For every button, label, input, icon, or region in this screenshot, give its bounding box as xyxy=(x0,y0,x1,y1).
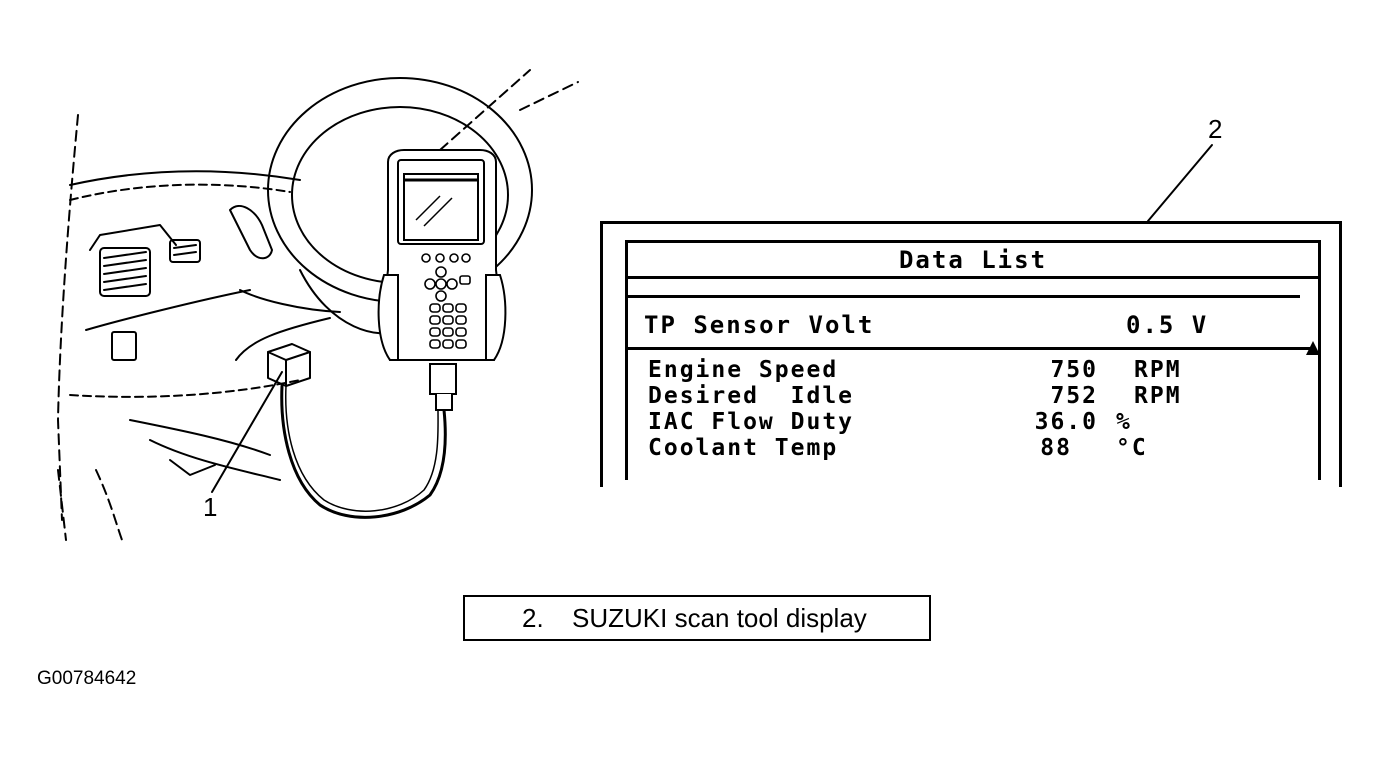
scan-tool-cable xyxy=(280,384,447,519)
parameter-row: IAC Flow Duty 36.0 % xyxy=(648,409,1288,435)
parameter-unit: RPM xyxy=(1134,383,1182,409)
caption-number: 2. xyxy=(522,603,544,633)
data-list-title: Data List xyxy=(628,243,1318,279)
parameter-name: Coolant Temp xyxy=(648,435,839,461)
parameter-name: IAC Flow Duty xyxy=(648,409,855,435)
parameter-value: 88 xyxy=(1040,435,1072,461)
primary-parameter-value: 0.5 V xyxy=(1126,311,1209,339)
parameter-list: Engine Speed 750 RPM Desired Idle 752 RP… xyxy=(648,357,1288,461)
callout-2: 2 xyxy=(1208,114,1223,144)
parameter-name: Desired Idle xyxy=(648,383,855,409)
parameter-row: Engine Speed 750 RPM xyxy=(648,357,1288,383)
display-screen: Data List TP Sensor Volt 0.5 V Engine Sp… xyxy=(625,240,1321,480)
parameter-unit: RPM xyxy=(1134,357,1182,383)
primary-parameter-row: TP Sensor Volt 0.5 V xyxy=(644,311,1224,343)
callout-1-leader xyxy=(211,371,283,493)
primary-parameter-label: TP Sensor Volt xyxy=(644,311,875,339)
parameter-value: 752 xyxy=(1050,383,1098,409)
steering-column xyxy=(235,289,341,361)
up-triangle-icon xyxy=(1306,341,1320,355)
callout-2-leader xyxy=(1147,144,1213,222)
parameter-row: Coolant Temp 88 °C xyxy=(648,435,1288,461)
dashboard-contour xyxy=(69,170,301,481)
row-divider xyxy=(628,347,1310,350)
air-vent-center xyxy=(169,239,201,263)
dash-switch xyxy=(111,331,137,361)
scan-tool-display: Data List TP Sensor Volt 0.5 V Engine Sp… xyxy=(600,221,1342,487)
parameter-unit: % xyxy=(1116,409,1132,435)
figure-caption: 2. SUZUKI scan tool display xyxy=(463,595,931,641)
title-divider xyxy=(628,295,1300,298)
caption-text: SUZUKI scan tool display xyxy=(572,603,867,633)
scan-tool-keypad xyxy=(421,253,471,349)
parameter-value: 36.0 xyxy=(1034,409,1098,435)
windshield-outline xyxy=(57,69,579,541)
parameter-row: Desired Idle 752 RPM xyxy=(648,383,1288,409)
air-vent-left xyxy=(99,247,151,297)
obd-connector xyxy=(267,343,311,387)
parameter-unit: °C xyxy=(1116,435,1148,461)
turn-signal-stalk xyxy=(229,205,273,260)
parameter-name: Engine Speed xyxy=(648,357,839,383)
callout-1: 1 xyxy=(203,492,218,522)
figure-id: G00784642 xyxy=(37,668,137,689)
parameter-value: 750 xyxy=(1050,357,1098,383)
